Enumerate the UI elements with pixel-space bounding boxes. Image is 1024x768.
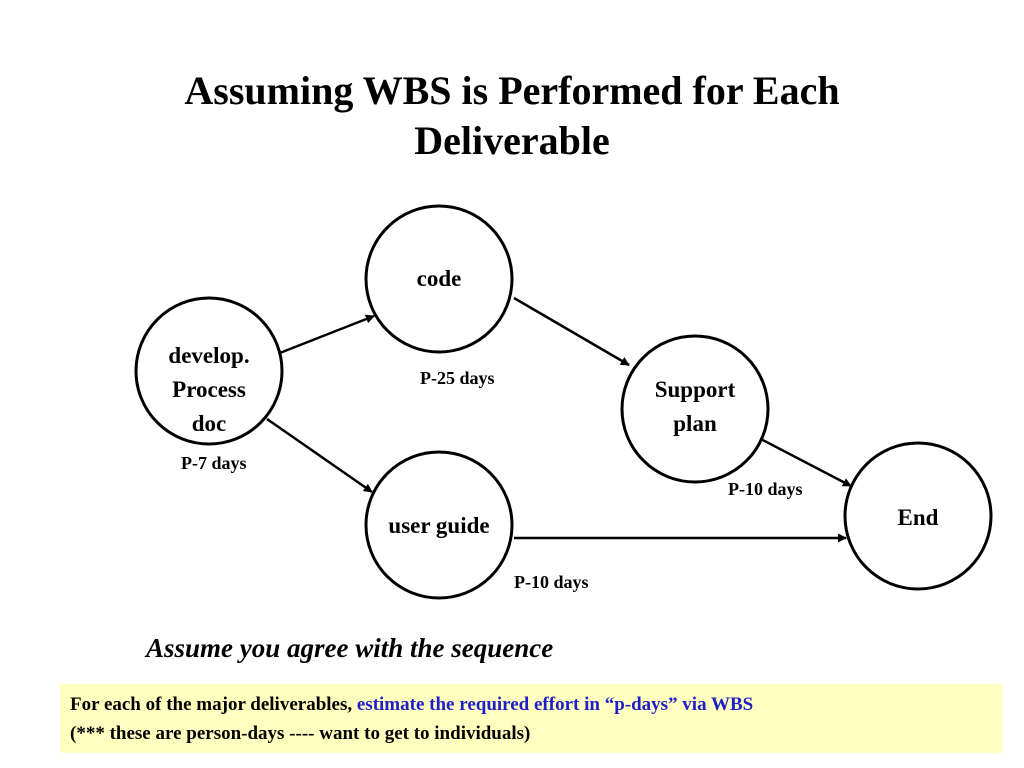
node-develop-label: develop. Process doc xyxy=(168,343,250,436)
node-develop xyxy=(134,296,284,446)
node-support-plan-label: Support plan xyxy=(654,377,736,436)
duration-user-guide: P-10 days xyxy=(514,572,589,592)
instruction-line-1: For each of the major deliverables, esti… xyxy=(70,690,1002,719)
sequence-note: Assume you agree with the sequence xyxy=(146,633,554,663)
instruction-box: For each of the major deliverables, esti… xyxy=(60,684,1002,753)
node-end-label: End xyxy=(897,505,939,530)
duration-develop: P-7 days xyxy=(181,453,247,473)
title-line-1: Assuming WBS is Performed for Each xyxy=(184,68,840,113)
node-support-plan xyxy=(620,334,770,484)
duration-code: P-25 days xyxy=(420,368,495,388)
edge-develop-to-code xyxy=(266,314,375,360)
node-code xyxy=(364,204,514,354)
node-end xyxy=(843,441,993,591)
slide-title: Assuming WBS is Performed for Each Deliv… xyxy=(0,66,1024,166)
edge-support-plan-to-end xyxy=(756,435,852,488)
node-code-label: code xyxy=(416,266,462,291)
title-line-2: Deliverable xyxy=(414,118,610,163)
instruction-line-2: (*** these are person-days ---- want to … xyxy=(70,723,531,744)
instruction-highlight: estimate the required effort in “p-days”… xyxy=(356,694,754,715)
duration-support-plan: P-10 days xyxy=(728,479,803,499)
instruction-prefix: For each of the major deliverables, xyxy=(70,694,357,715)
edge-code-to-support-plan xyxy=(513,296,630,367)
node-user-guide-label: user guide xyxy=(388,513,490,538)
node-user-guide xyxy=(364,450,514,600)
edge-develop-to-user-guide xyxy=(266,417,373,494)
